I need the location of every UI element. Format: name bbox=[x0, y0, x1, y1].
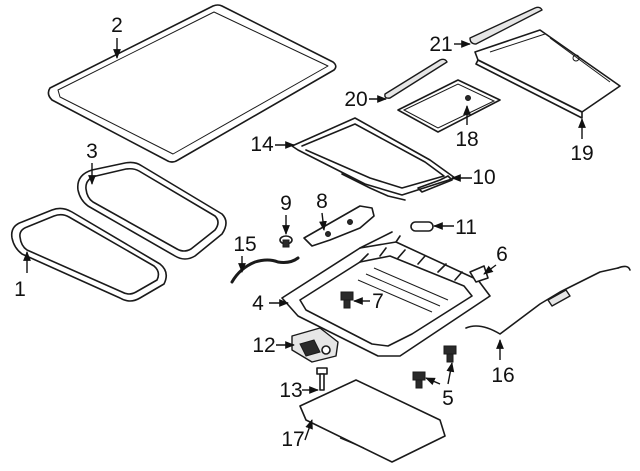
grommet-part bbox=[410, 221, 434, 232]
headliner-panel-part bbox=[299, 379, 446, 463]
callout-18: 18 bbox=[455, 128, 478, 151]
leader-5b bbox=[446, 362, 455, 385]
callout-3: 3 bbox=[86, 140, 98, 163]
callout-17: 17 bbox=[281, 428, 304, 451]
callout-labels: 1 2 3 4 5 6 7 8 9 10 11 12 13 14 15 16 1… bbox=[14, 14, 594, 451]
callout-6: 6 bbox=[496, 243, 508, 266]
leader-8 bbox=[319, 212, 327, 231]
leader-17 bbox=[304, 419, 313, 441]
callout-7: 7 bbox=[372, 290, 384, 313]
sunshade-assembly-part bbox=[474, 29, 621, 119]
leader-6 bbox=[483, 264, 497, 275]
callout-15: 15 bbox=[233, 233, 256, 256]
sunroof-frame-part bbox=[281, 231, 491, 357]
callout-19: 19 bbox=[570, 142, 593, 165]
callout-4: 4 bbox=[252, 292, 264, 315]
bolts-pair-part bbox=[412, 345, 457, 389]
callout-5: 5 bbox=[442, 387, 454, 410]
callout-8: 8 bbox=[316, 190, 328, 213]
roof-panel-part bbox=[47, 4, 337, 163]
bolt-part bbox=[340, 291, 354, 309]
long-bolt-part bbox=[316, 367, 328, 391]
callout-12: 12 bbox=[252, 334, 275, 357]
glass-panel-part bbox=[10, 207, 168, 302]
callout-16: 16 bbox=[491, 364, 514, 387]
drain-clip-part bbox=[417, 175, 453, 193]
leader-5a bbox=[425, 377, 441, 386]
shade-panel-part bbox=[397, 79, 501, 133]
outer-frame-part bbox=[291, 117, 456, 201]
callout-11: 11 bbox=[455, 216, 477, 239]
callout-2: 2 bbox=[111, 14, 123, 37]
callout-13: 13 bbox=[279, 379, 302, 402]
bracket-part bbox=[303, 205, 375, 247]
callout-10: 10 bbox=[472, 166, 495, 189]
drive-cable-part bbox=[465, 265, 631, 335]
callout-21: 21 bbox=[429, 33, 452, 56]
callout-9: 9 bbox=[280, 192, 292, 215]
callout-1: 1 bbox=[14, 278, 26, 301]
leader-lines bbox=[23, 38, 586, 441]
motor-part bbox=[291, 327, 339, 363]
callout-20: 20 bbox=[344, 88, 367, 111]
screw-part bbox=[279, 235, 293, 248]
callout-14: 14 bbox=[250, 133, 274, 156]
